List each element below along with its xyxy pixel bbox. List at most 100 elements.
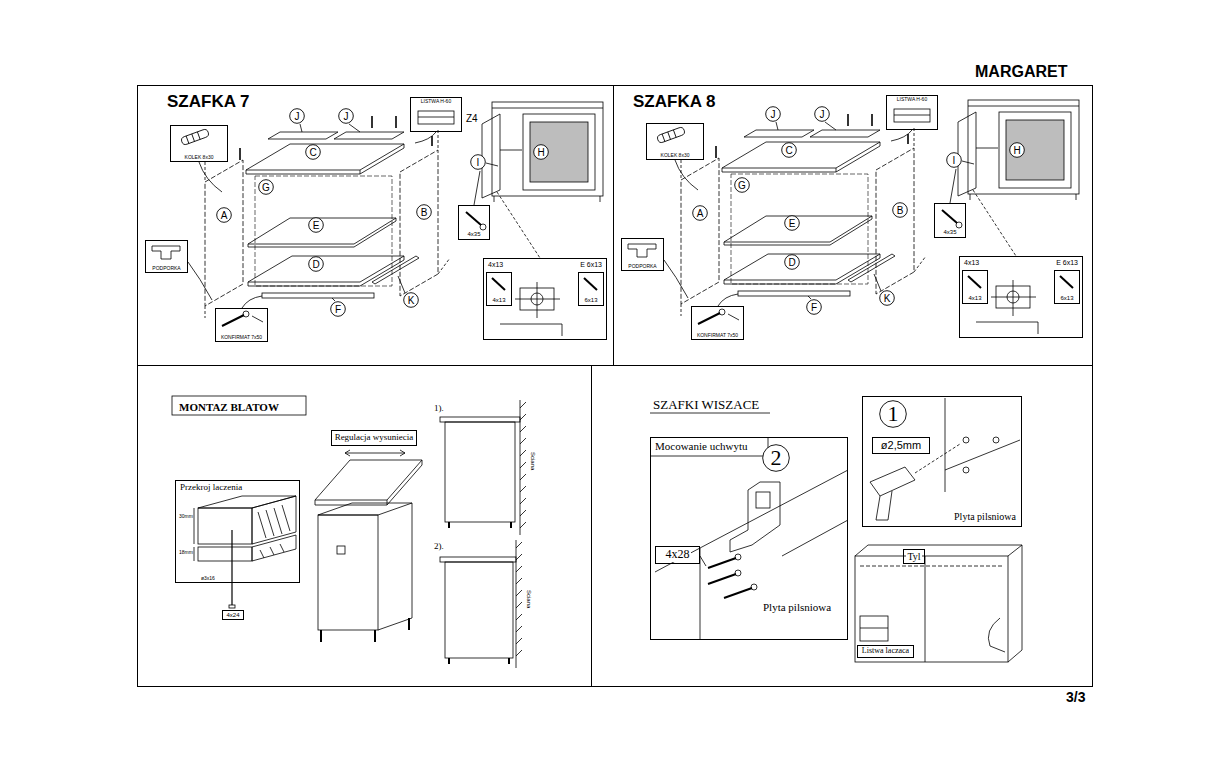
node-text: Tyl bbox=[906, 551, 921, 562]
node-text: J bbox=[771, 109, 776, 120]
wall-cabinet-hanging bbox=[708, 574, 736, 584]
callout-circle bbox=[693, 206, 708, 221]
callout-letter: I bbox=[470, 154, 486, 170]
callout-letter: D bbox=[784, 254, 800, 270]
worktop-assembly bbox=[198, 547, 252, 561]
node-text: E 6x13 bbox=[579, 261, 603, 269]
worktop-assembly bbox=[440, 557, 516, 562]
dimension: 30mm bbox=[179, 514, 193, 520]
callout-letter: E bbox=[784, 215, 800, 231]
node-text: G bbox=[262, 182, 270, 193]
worktop-assembly bbox=[260, 550, 264, 558]
node-text: Listwa laczaca bbox=[861, 647, 910, 656]
worktop-assembly bbox=[520, 402, 526, 528]
wall-cabinet-hanging bbox=[963, 437, 969, 443]
node-text: 4x13 bbox=[967, 295, 982, 302]
worktop-assembly bbox=[270, 547, 274, 555]
worktop-assembly bbox=[510, 522, 512, 528]
screw-size: 4x28 bbox=[655, 546, 700, 564]
wall-cabinet-hanging bbox=[700, 556, 706, 566]
panel: SZAFKI WISZACEMocowanie uchwytu24x28Plyt… bbox=[591, 365, 1093, 687]
worktop-assembly bbox=[172, 396, 526, 668]
wall-cabinet-hanging bbox=[963, 467, 969, 473]
callout-circle bbox=[259, 180, 274, 195]
screw-box: 4x35 bbox=[934, 203, 966, 238]
callout-circle bbox=[309, 218, 324, 233]
callout-letter: G bbox=[734, 177, 750, 193]
node-text: A bbox=[697, 208, 704, 219]
wall-cabinet-hanging bbox=[1008, 545, 1022, 556]
screw-size: 4x24 bbox=[222, 610, 244, 621]
wall-cabinet-hanging bbox=[655, 548, 700, 572]
node-text: F bbox=[335, 304, 341, 315]
callout-circle bbox=[404, 293, 419, 308]
callout-circle bbox=[815, 107, 830, 122]
panel: SZAFKA 7JJCGAEBDFKHIKOLEK 8x30LISTWA H-6… bbox=[137, 85, 614, 366]
node-text: KOLEK 8x30 bbox=[660, 153, 691, 159]
callout-letter: H bbox=[1009, 142, 1025, 158]
node-text: 2 bbox=[771, 446, 782, 470]
callout-letter: B bbox=[416, 204, 432, 220]
node-text: Regulacja wysuniecia bbox=[334, 433, 415, 443]
node-text: C bbox=[309, 147, 316, 158]
callout-circle bbox=[290, 109, 305, 124]
node-text: H bbox=[537, 147, 544, 158]
wall-cabinet-hanging bbox=[988, 618, 1005, 652]
node-text: E bbox=[789, 218, 796, 229]
node-text: 4x35 bbox=[466, 231, 481, 238]
worktop-assembly bbox=[378, 503, 412, 630]
node-text: J bbox=[820, 109, 825, 120]
callout-letter: J bbox=[765, 106, 781, 122]
callout-letter: G bbox=[258, 179, 274, 195]
node-text: K bbox=[884, 293, 891, 304]
screw-box: 4x35 bbox=[458, 205, 490, 240]
node-text: E bbox=[313, 220, 320, 231]
worktop-assembly bbox=[194, 508, 195, 544]
wall-cabinet-hanging bbox=[945, 398, 946, 492]
node-text: J bbox=[295, 111, 300, 122]
fitting-box: KOLEK 8x30 bbox=[170, 125, 228, 162]
callout-circle bbox=[785, 216, 800, 231]
callout-letter: H bbox=[533, 144, 549, 160]
dimension: ø3x16 bbox=[201, 576, 215, 582]
part-code: Z4 bbox=[466, 113, 478, 124]
node-text: SZAFKI WISZACE bbox=[652, 398, 760, 412]
callout-circle bbox=[534, 145, 549, 160]
node-text: 4x28 bbox=[665, 548, 691, 561]
worktop-assembly bbox=[387, 500, 388, 505]
worktop-assembly bbox=[345, 450, 405, 456]
dimension: 18mm bbox=[179, 550, 193, 556]
worktop-assembly bbox=[337, 546, 345, 554]
worktop-assembly bbox=[194, 547, 195, 561]
screw-box: 6x13 bbox=[1054, 270, 1080, 304]
node-text: B bbox=[421, 207, 428, 218]
wall-label: Sciana bbox=[529, 452, 536, 470]
wall-cabinet-hanging bbox=[993, 437, 999, 443]
wall-cabinet-hanging bbox=[650, 413, 770, 414]
worktop-assembly bbox=[440, 417, 520, 422]
node-text: MONTAZ BLATOW bbox=[178, 401, 280, 413]
fitting-box: PODPORKA bbox=[145, 240, 188, 273]
node-text: KOLEK 8x30 bbox=[184, 155, 215, 161]
callout-circle bbox=[763, 445, 790, 472]
callout-letter: K bbox=[879, 290, 895, 306]
node-text: C bbox=[785, 145, 792, 156]
page-number: 3/3 bbox=[1066, 690, 1085, 705]
node-text: D bbox=[788, 257, 795, 268]
step-number: 2). bbox=[434, 542, 444, 552]
wall-cabinet-hanging bbox=[724, 588, 752, 598]
callout-circle bbox=[417, 205, 432, 220]
wall-cabinet-hanging bbox=[756, 492, 770, 508]
node-text: 4x35 bbox=[942, 229, 957, 236]
wall-cabinet-hanging bbox=[708, 558, 736, 568]
node-text: 1 bbox=[888, 402, 899, 426]
node-text: 6x13 bbox=[583, 297, 598, 304]
tag-box: Listwa laczaca bbox=[857, 645, 914, 658]
node-text: SZAFKA 7 bbox=[166, 93, 251, 112]
callout-letter: K bbox=[403, 292, 419, 308]
worktop-assembly bbox=[282, 505, 290, 531]
wall-cabinet-hanging bbox=[855, 556, 1008, 662]
callout-letter: D bbox=[308, 256, 324, 272]
node-text: Plyta pilsniowa bbox=[953, 511, 1017, 522]
